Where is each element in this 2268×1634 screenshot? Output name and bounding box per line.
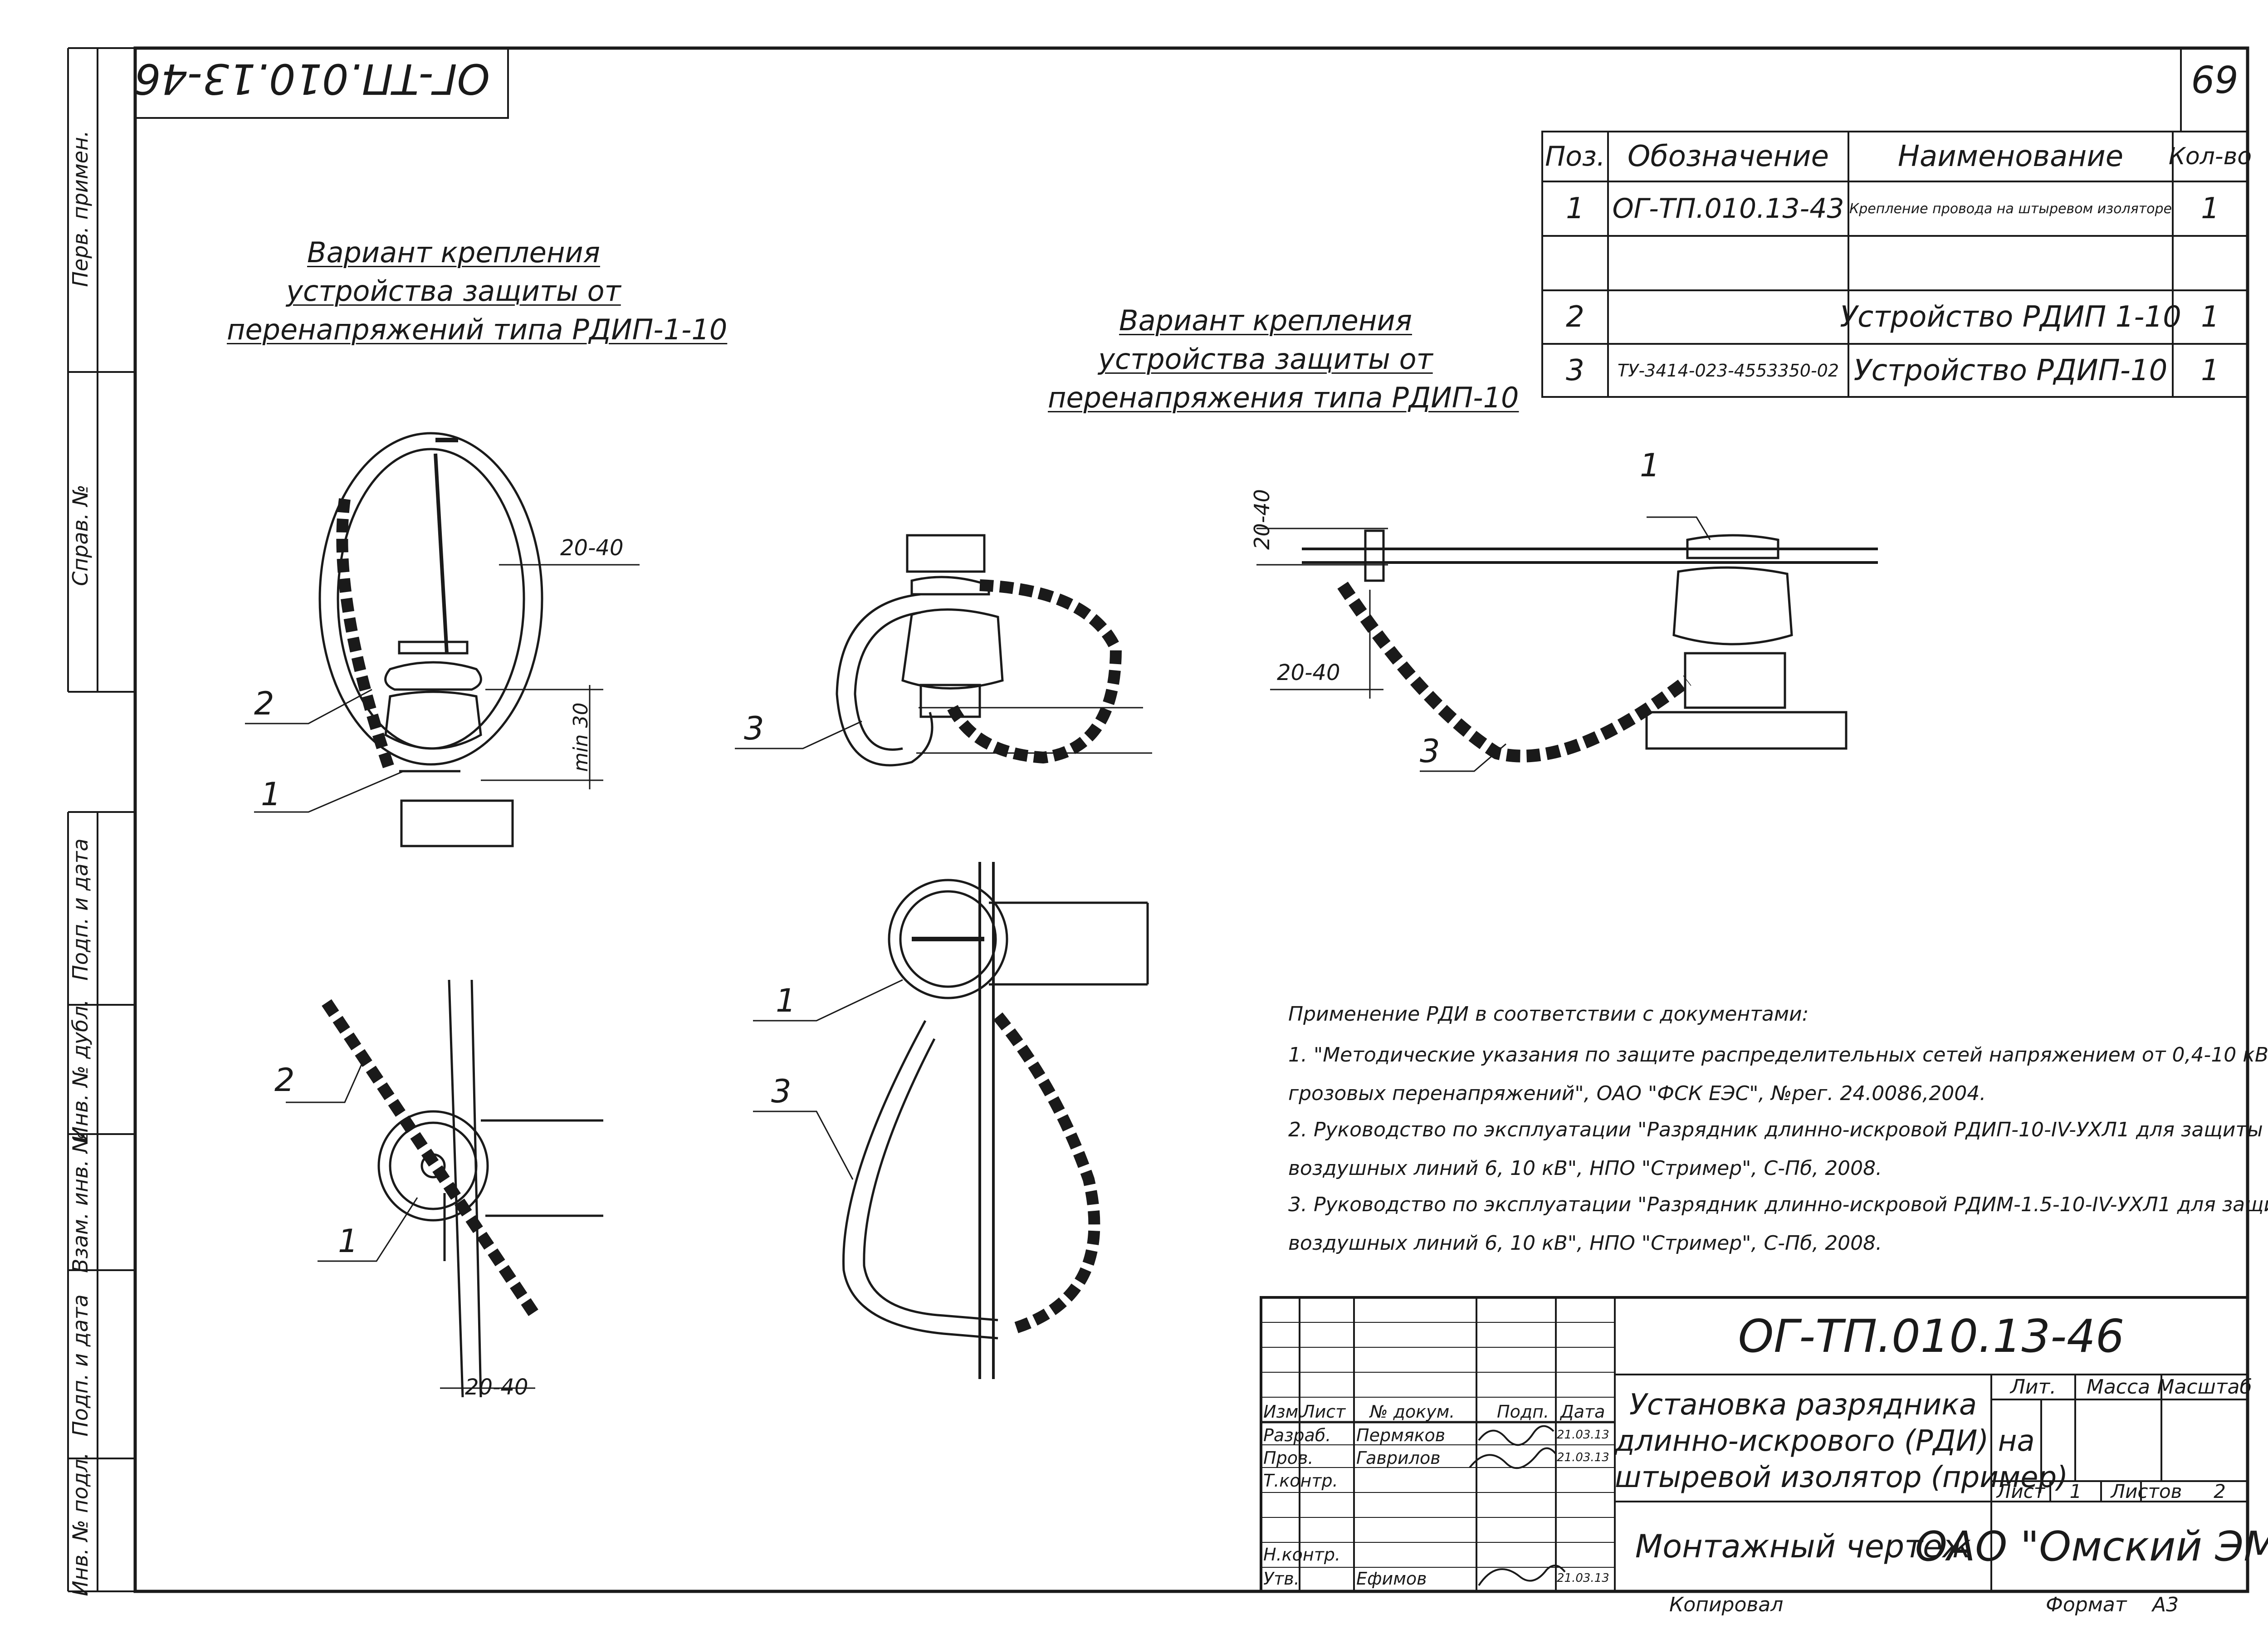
callout-fig1-2: 2 <box>254 685 274 722</box>
col-podp: Подп. <box>1497 1402 1549 1422</box>
role-nkontr: Н.контр. <box>1263 1545 1341 1565</box>
spec-header-designation: Обозначение <box>1627 140 1829 173</box>
callout-fig4-1: 1 <box>338 1223 358 1260</box>
spec-row3-designation <box>1608 290 1848 344</box>
dim-20-40-fig3: 20-40 <box>1277 660 1340 685</box>
callout-fig3-1: 1 <box>1640 447 1660 484</box>
col-docum: № докум. <box>1370 1402 1455 1422</box>
spec-header-pos: Поз. <box>1545 141 1605 172</box>
date-utv: 21.03.13 <box>1557 1571 1609 1585</box>
figure-5-top-view <box>753 862 1149 1379</box>
title-line-1: Установка разрядника <box>1629 1388 1977 1422</box>
dim-20-40-fig4: 20-40 <box>465 1375 528 1400</box>
callout-fig4-2: 2 <box>274 1062 295 1099</box>
drawing-type: Монтажный чертеж <box>1635 1528 1971 1565</box>
caption-2-line-1: Вариант крепления <box>1119 304 1412 337</box>
callout-fig5-3: 3 <box>771 1073 792 1110</box>
caption-2-line-2: устройства защиты от <box>1098 342 1433 376</box>
notes-line-5: 3. Руководство по эксплуатации "Разрядни… <box>1288 1193 2268 1216</box>
notes-title: Применение РДИ в соответствии с документ… <box>1288 1003 1809 1026</box>
caption-1-line-2: устройства защиты от <box>286 274 621 308</box>
label-masshtab: Масштаб <box>2157 1375 2252 1399</box>
signature-utv <box>1478 1565 1566 1586</box>
figure-3-side-view <box>1256 516 1878 772</box>
role-tkontr: Т.контр. <box>1263 1471 1338 1491</box>
dim-min30-fig1: min 30 <box>569 702 592 772</box>
role-prov: Пров. <box>1263 1448 1314 1468</box>
name-razrab: Пермяков <box>1356 1425 1446 1445</box>
callout-fig5-1: 1 <box>776 982 796 1019</box>
format-label: Формат <box>2046 1593 2127 1616</box>
callout-fig2-3: 3 <box>744 710 764 747</box>
col-list: Лист <box>1302 1402 1346 1422</box>
dim-20-40-fig1: 20-40 <box>560 535 624 561</box>
label-list: Лист <box>1996 1480 2045 1502</box>
company-name: ОАО "Омский ЭМЗ" <box>1915 1522 2268 1570</box>
caption-2-line-3: перенапряжения типа РДИП-10 <box>1048 381 1519 414</box>
kopiroval: Копировал <box>1669 1593 1784 1616</box>
signature-prov <box>1469 1447 1557 1469</box>
spec-row1-designation: ОГ-ТП.010.13-43 <box>1612 193 1844 225</box>
notes-line-3: 2. Руководство по эксплуатации "Разрядни… <box>1288 1118 2263 1141</box>
name-prov: Гаврилов <box>1356 1448 1441 1468</box>
spec-row3-qty: 1 <box>2201 300 2219 334</box>
name-utv: Ефимов <box>1356 1569 1427 1589</box>
title-block-code: ОГ-ТП.010.13-46 <box>1738 1309 2125 1363</box>
mirrored-doc-code: ОГ-ТП.010.13-46 <box>134 54 490 103</box>
mirrored-code-box <box>135 48 509 119</box>
label-massa: Масса <box>2086 1375 2151 1399</box>
label-lit: Лит. <box>2010 1375 2057 1399</box>
format-value: А3 <box>2152 1593 2179 1616</box>
spec-row1-pos: 1 <box>1566 192 1584 225</box>
date-prov: 21.03.13 <box>1557 1451 1609 1464</box>
spec-row4-name: Устройство РДИП-10 <box>1853 353 2168 387</box>
spec-row1-qty: 1 <box>2201 192 2219 225</box>
spec-row3-name: Устройство РДИП 1-10 <box>1840 300 2181 334</box>
spec-header-qty: Кол-во <box>2168 143 2252 170</box>
caption-1-line-1: Вариант крепления <box>307 236 600 269</box>
value-list: 1 <box>2069 1480 2082 1502</box>
spec-header-name: Наименование <box>1897 140 2124 173</box>
margin-vzam-inv: Взам. инв. № <box>68 1131 93 1273</box>
spec-row4-qty: 1 <box>2201 353 2219 387</box>
callout-fig1-1: 1 <box>261 776 281 813</box>
role-utv: Утв. <box>1263 1569 1300 1589</box>
spec-row4-pos: 3 <box>1566 353 1584 387</box>
sheet-number: 69 <box>2191 59 2239 102</box>
caption-1-line-3: перенапряжений типа РДИП-1-10 <box>227 313 728 346</box>
col-data: Дата <box>1560 1402 1605 1422</box>
title-line-2: длинно-искрового (РДИ) на <box>1615 1424 2035 1458</box>
label-listov: Листов <box>2111 1480 2182 1502</box>
notes-line-6: воздушных линий 6, 10 кВ", НПО "Стример"… <box>1288 1232 1882 1255</box>
date-razrab: 21.03.13 <box>1557 1428 1609 1442</box>
notes-line-4: воздушных линий 6, 10 кВ", НПО "Стример"… <box>1288 1157 1882 1180</box>
col-izm: Изм. <box>1263 1402 1304 1422</box>
notes-line-1: 1. "Методические указания по защите расп… <box>1288 1043 2268 1067</box>
margin-sprav-no: Справ. № <box>68 484 93 586</box>
dim-20-40-fig3-vert: 20-40 <box>1250 489 1274 550</box>
figure-1-loop-discharger <box>245 432 640 847</box>
value-listov: 2 <box>2214 1480 2226 1502</box>
title-line-3: штыревой изолятор (пример) <box>1615 1461 2068 1494</box>
signatures <box>1469 1425 1566 1586</box>
margin-inv-podl: Инв. № подл. <box>68 1452 93 1596</box>
notes-line-2: грозовых перенапряжений", ОАО "ФСК ЕЭС",… <box>1288 1082 1986 1105</box>
figure-2-rdip10 <box>735 534 1152 767</box>
spec-table-frame <box>1541 131 2248 398</box>
spec-row1-name: Крепление провода на штыревом изоляторе <box>1849 201 2172 217</box>
role-razrab: Разраб. <box>1263 1425 1331 1445</box>
spec-row4-designation: ТУ-3414-023-4553350-02 <box>1617 360 1839 381</box>
margin-perv-primen: Перв. примен. <box>68 130 93 287</box>
figure-4-top-view <box>286 979 603 1398</box>
signature-razrab <box>1478 1425 1554 1446</box>
callout-fig3-3: 3 <box>1420 733 1440 770</box>
spec-row3-pos: 2 <box>1566 300 1584 334</box>
inner-frame <box>133 46 2249 1593</box>
